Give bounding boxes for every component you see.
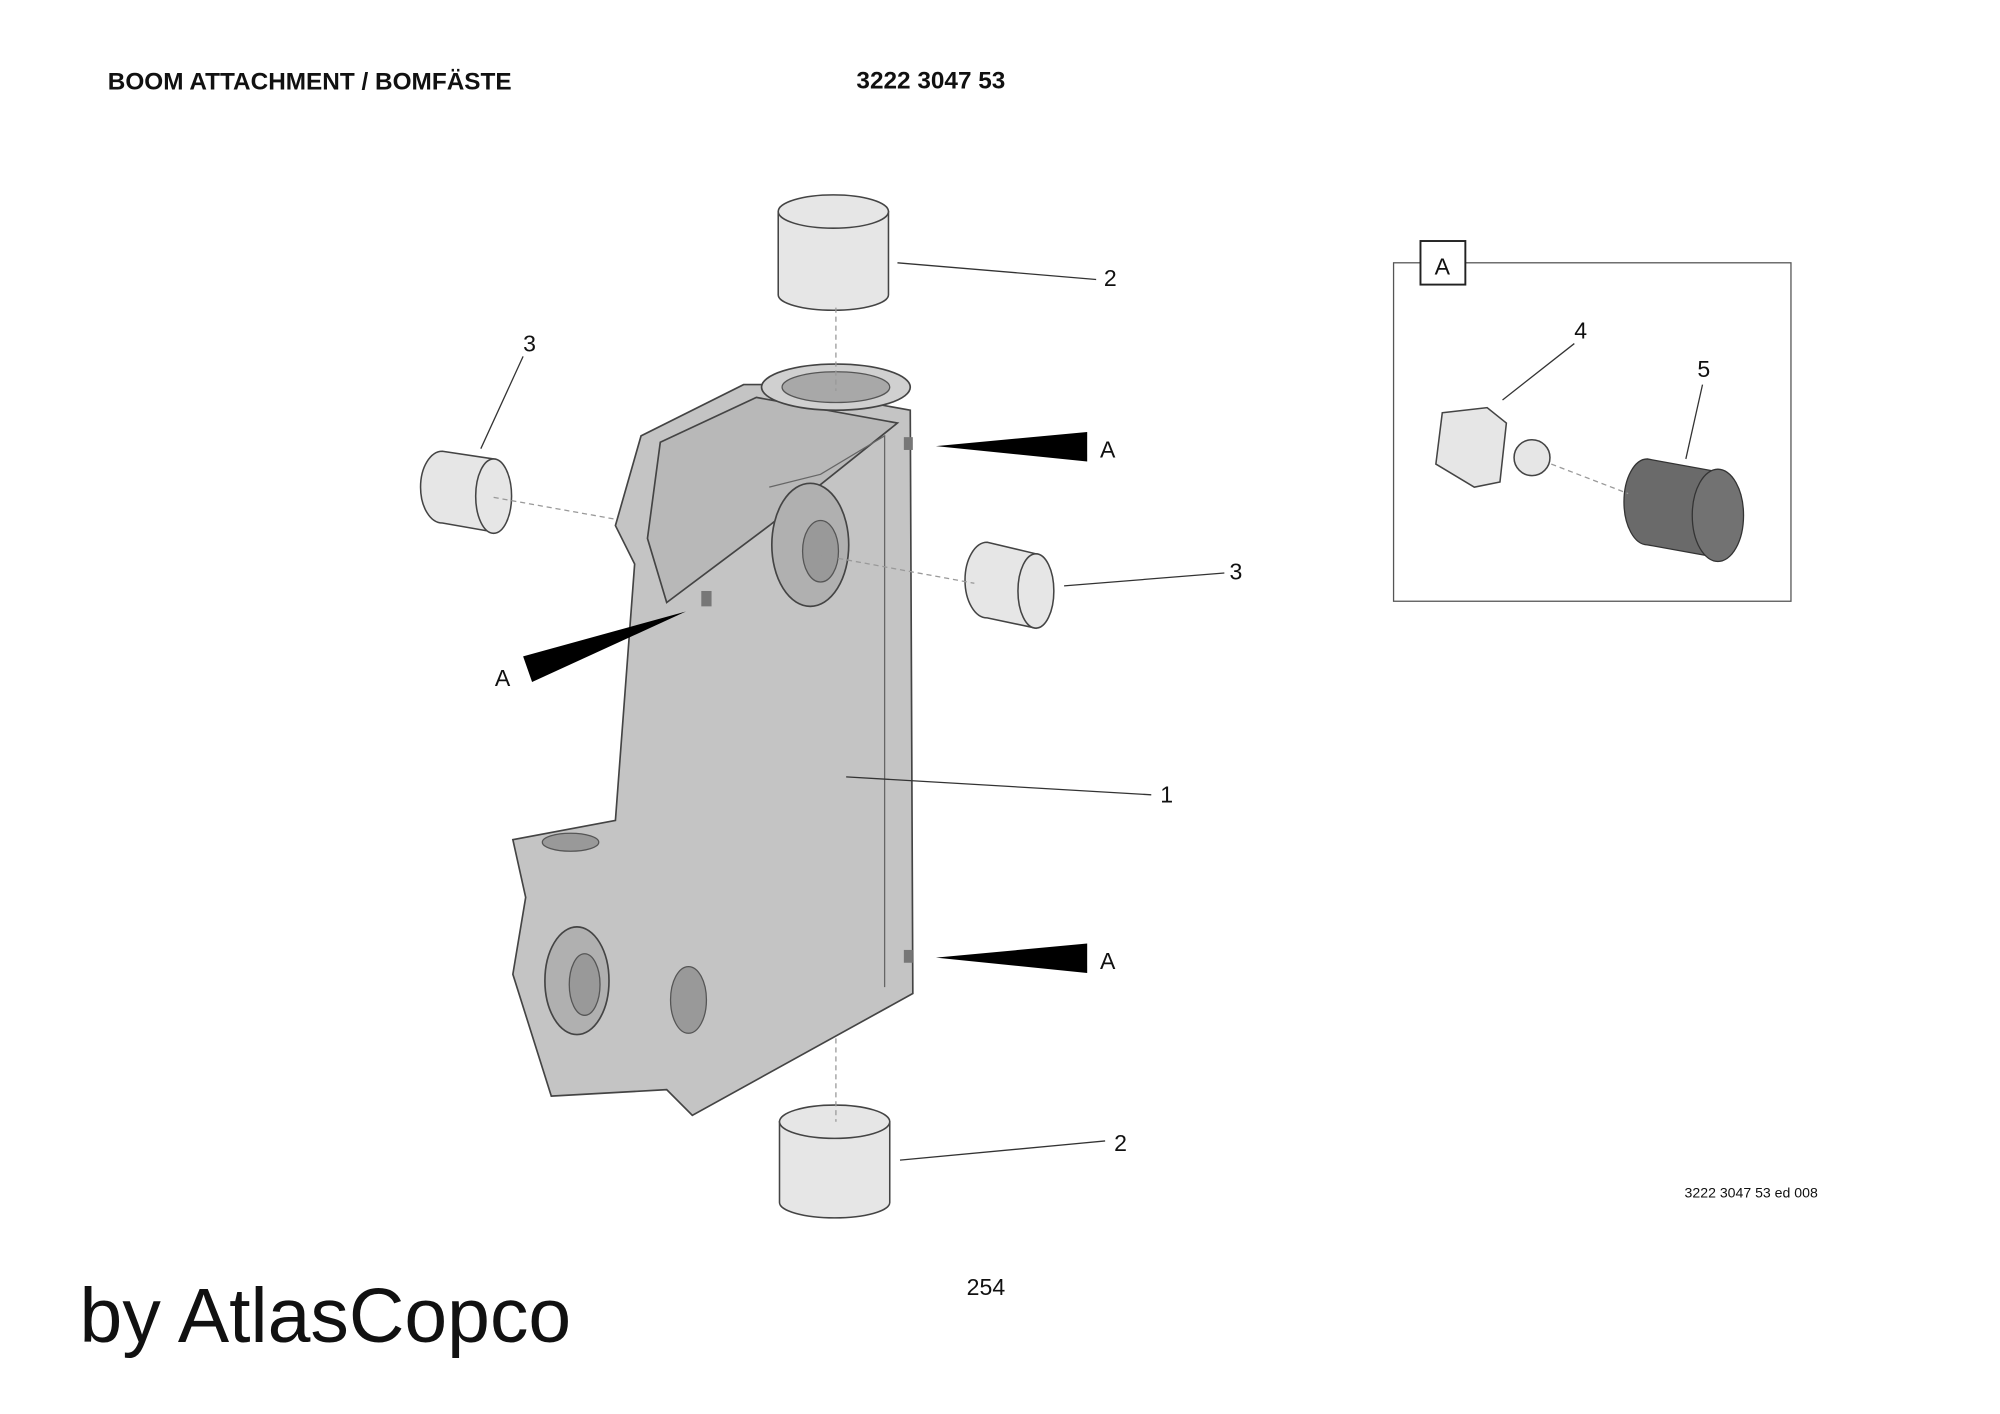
page-title: BOOM ATTACHMENT / BOMFÄSTE [108, 69, 512, 96]
view-a-pointer [523, 611, 686, 683]
view-a-pointer [935, 432, 1088, 462]
callout-3-right: 3 [1229, 558, 1242, 584]
callout-3-left: 3 [523, 330, 536, 356]
callout-4: 4 [1574, 317, 1587, 343]
bushing-left [419, 450, 513, 535]
page-number: 254 [967, 1274, 1006, 1300]
boom-attachment-body [511, 363, 914, 1117]
part-number: 3222 3047 53 [856, 67, 1005, 94]
detail-box-label: A [1435, 253, 1451, 279]
view-a-label: A [495, 665, 511, 691]
callout-5: 5 [1697, 356, 1710, 382]
watermark-text: by AtlasCopco [80, 1273, 572, 1359]
protective-cap [1623, 458, 1745, 563]
callout-2-bottom: 2 [1114, 1130, 1127, 1156]
callout-2-top: 2 [1104, 265, 1117, 291]
bushing-bottom [778, 1104, 891, 1219]
callout-1: 1 [1160, 782, 1173, 808]
view-a-label: A [1100, 437, 1116, 463]
bushing-top [777, 194, 890, 312]
bushing-right [964, 541, 1055, 630]
drawing-reference: 3222 3047 53 ed 008 [1685, 1184, 1818, 1200]
view-a-pointer [935, 943, 1088, 974]
view-a-label: A [1100, 948, 1116, 974]
detail-view-a: A 4 5 [1392, 240, 1792, 602]
grease-nipple [1435, 406, 1551, 488]
